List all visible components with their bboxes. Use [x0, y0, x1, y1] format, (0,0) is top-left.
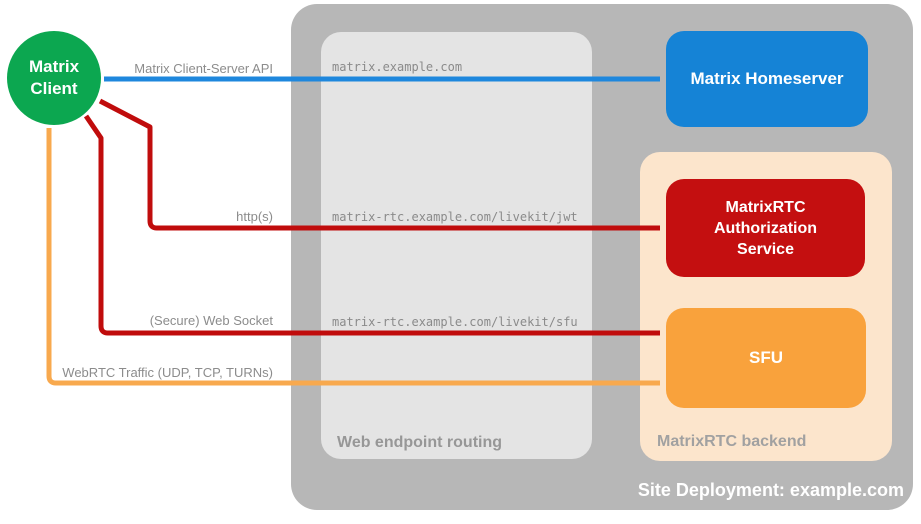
site-deployment-label: Site Deployment: example.com — [637, 480, 904, 500]
matrix-homeserver-node: Matrix Homeserver — [666, 31, 868, 127]
livekit-jwt-endpoint-url: matrix-rtc.example.com/livekit/jwt — [332, 210, 578, 224]
web-endpoint-routing-container: Web endpoint routing — [321, 32, 592, 459]
matrix-homeserver-label: Matrix Homeserver — [690, 69, 844, 88]
client-server-api-label: Matrix Client-Server API — [134, 61, 273, 76]
livekit-sfu-endpoint-url: matrix-rtc.example.com/livekit/sfu — [332, 315, 578, 329]
webrtc-traffic-label: WebRTC Traffic (UDP, TCP, TURNs) — [62, 365, 273, 380]
web-endpoint-routing-label: Web endpoint routing — [337, 434, 503, 451]
sfu-label: SFU — [749, 348, 783, 367]
sfu-node: SFU — [666, 308, 866, 408]
matrixrtc-backend-label: MatrixRTC backend — [657, 433, 807, 450]
matrix-client-node: Matrix Client — [7, 31, 101, 125]
matrixrtc-auth-service-node: MatrixRTC Authorization Service — [666, 179, 865, 277]
secure-websocket-label: (Secure) Web Socket — [149, 313, 273, 328]
https-label: http(s) — [236, 209, 273, 224]
matrixrtc-auth-service-label: MatrixRTC Authorization Service — [713, 198, 818, 258]
homeserver-endpoint-url: matrix.example.com — [332, 60, 463, 74]
matrix-client-label: Matrix Client — [28, 57, 80, 98]
